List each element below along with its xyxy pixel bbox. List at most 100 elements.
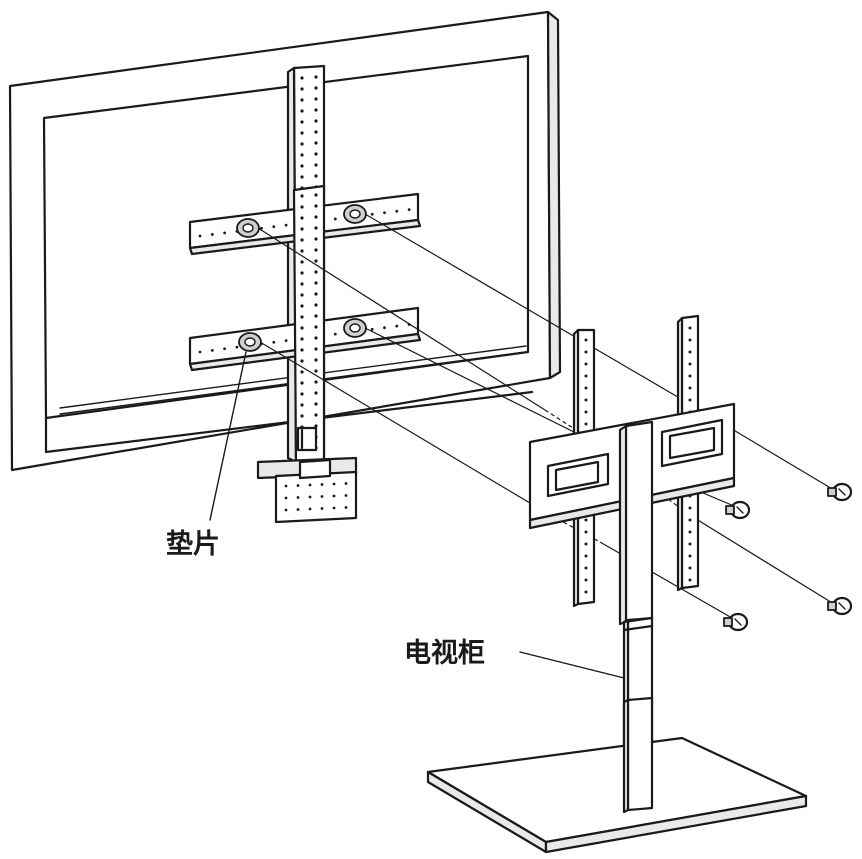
mount-hole [314,303,318,307]
mount-hole [332,482,336,486]
mount-hole [300,238,304,242]
mount-hole [300,76,304,80]
mount-hole [333,217,337,221]
mount-hole [300,370,304,374]
screw-lower-middle [723,612,749,632]
mount-hole [688,506,692,510]
mount-hole [308,483,312,487]
mount-hole [300,194,304,198]
mount-hole [300,249,304,253]
mount-hole [314,97,318,101]
mount-hole [272,340,276,344]
mount-hole [584,398,588,402]
mount-hole [314,336,318,340]
mount-hole [300,153,304,157]
tv-stand-leader-line [519,651,625,679]
mount-hole [314,424,318,428]
mount-hole [300,282,304,286]
mount-hole [314,347,318,351]
mount-hole [300,98,304,102]
mount-hole [688,338,692,342]
mount-hole [260,226,263,230]
mount-hole [688,374,692,378]
mount-hole [383,326,386,330]
mount-hole [688,578,692,582]
mount-hole [314,380,318,384]
mount-hole [370,212,374,216]
screw-upper-right [827,482,853,502]
mount-hole [314,325,318,329]
mount-hole [688,326,692,330]
mount-hole [584,530,588,534]
mount-hole [284,223,288,227]
mount-hole [300,293,304,297]
mount-hole [308,507,312,511]
mount-hole [300,260,304,264]
mount-hole [300,337,304,341]
mount-hole [320,507,324,510]
mount-hole [688,566,692,570]
mount-hole [314,226,318,230]
mount-hole [344,494,348,497]
spacer-upper-left [236,218,260,238]
mount-hole [314,248,318,252]
mount-hole [332,494,336,498]
mount-hole [284,484,288,488]
mount-hole [584,422,588,426]
mount-hole [284,496,288,500]
mount-hole [688,362,692,366]
mount-hole [300,326,304,330]
tv-stand-callout: 电视柜 [404,638,625,679]
mount-hole [314,413,318,417]
mount-hole [688,554,692,558]
mount-hole [407,208,411,212]
mount-hole [395,324,399,328]
mount-hole [284,339,288,343]
spacer-leader-line [209,351,247,521]
mount-hole [314,281,318,285]
mount-hole [383,211,386,215]
mount-hole [235,345,239,349]
mount-hole [198,234,202,238]
mount-hole [314,358,318,362]
spacer-callout: 垫片 [166,351,247,560]
mount-hole [688,350,692,354]
mount-hole [370,327,374,331]
mount-hole [300,381,304,385]
mount-hole [314,193,318,197]
mount-hole [332,506,336,510]
mount-hole [300,131,304,135]
mount-hole [300,205,304,209]
mount-hole [296,508,300,511]
mount-hole [296,484,300,487]
mount-hole [688,398,692,402]
mount-hole [300,359,304,363]
mount-hole [320,495,324,498]
rail-bottom-plate [256,426,358,524]
mount-hole [210,348,214,352]
tv-stand-label: 电视柜 [404,638,485,669]
mount-hole [314,270,318,274]
mount-hole [223,347,227,351]
mount-hole [300,164,304,168]
spacer-lower-left [238,332,262,352]
mount-hole [584,590,588,594]
spacer-label: 垫片 [166,529,220,560]
mount-hole [300,392,304,396]
mount-hole [300,403,304,407]
mount-hole [314,204,318,208]
mount-hole [314,141,318,145]
mount-hole [314,292,318,296]
mount-hole [314,119,318,123]
mount-hole [300,414,304,418]
mount-hole [584,410,588,414]
mount-hole [300,87,304,91]
mount-hole [688,530,692,534]
mount-hole [300,315,304,319]
mount-hole [300,109,304,113]
spacer-upper-right [343,204,367,224]
mount-hole [300,271,304,275]
mount-hole [584,542,588,546]
mount-hole [584,566,588,570]
